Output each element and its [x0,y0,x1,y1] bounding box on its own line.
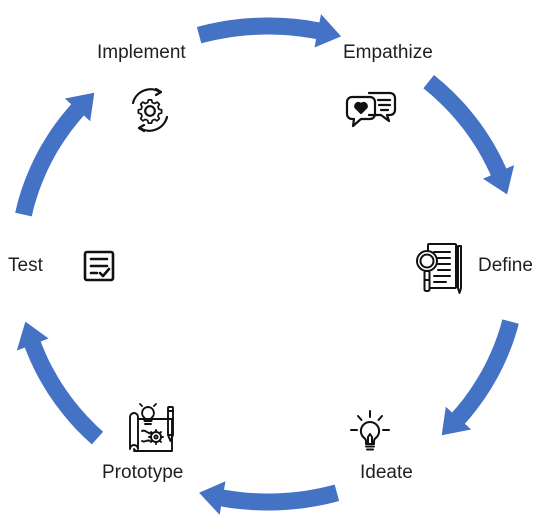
checklist-icon [82,249,116,283]
stage-label-ideate: Ideate [360,462,413,483]
stage-label-implement: Implement [97,42,186,63]
arrow-define-to-ideate [441,319,519,436]
arrow-implement-to-empathize [196,14,342,48]
speech-bubbles-heart-icon [345,90,397,130]
stage-label-prototype: Prototype [102,462,184,483]
stage-label-test: Test [8,255,43,276]
stage-label-define: Define [478,255,533,276]
stage-label-empathize: Empathize [343,42,433,63]
lightbulb-icon [346,408,394,454]
blueprint-icon [124,403,180,455]
gear-cycle-icon [123,83,177,137]
arrow-ideate-to-prototype [199,481,340,515]
arrow-test-to-implement [15,92,95,217]
arrow-empathize-to-define [423,75,515,195]
document-magnifier-icon [414,240,464,296]
arrow-prototype-to-test [16,321,104,445]
